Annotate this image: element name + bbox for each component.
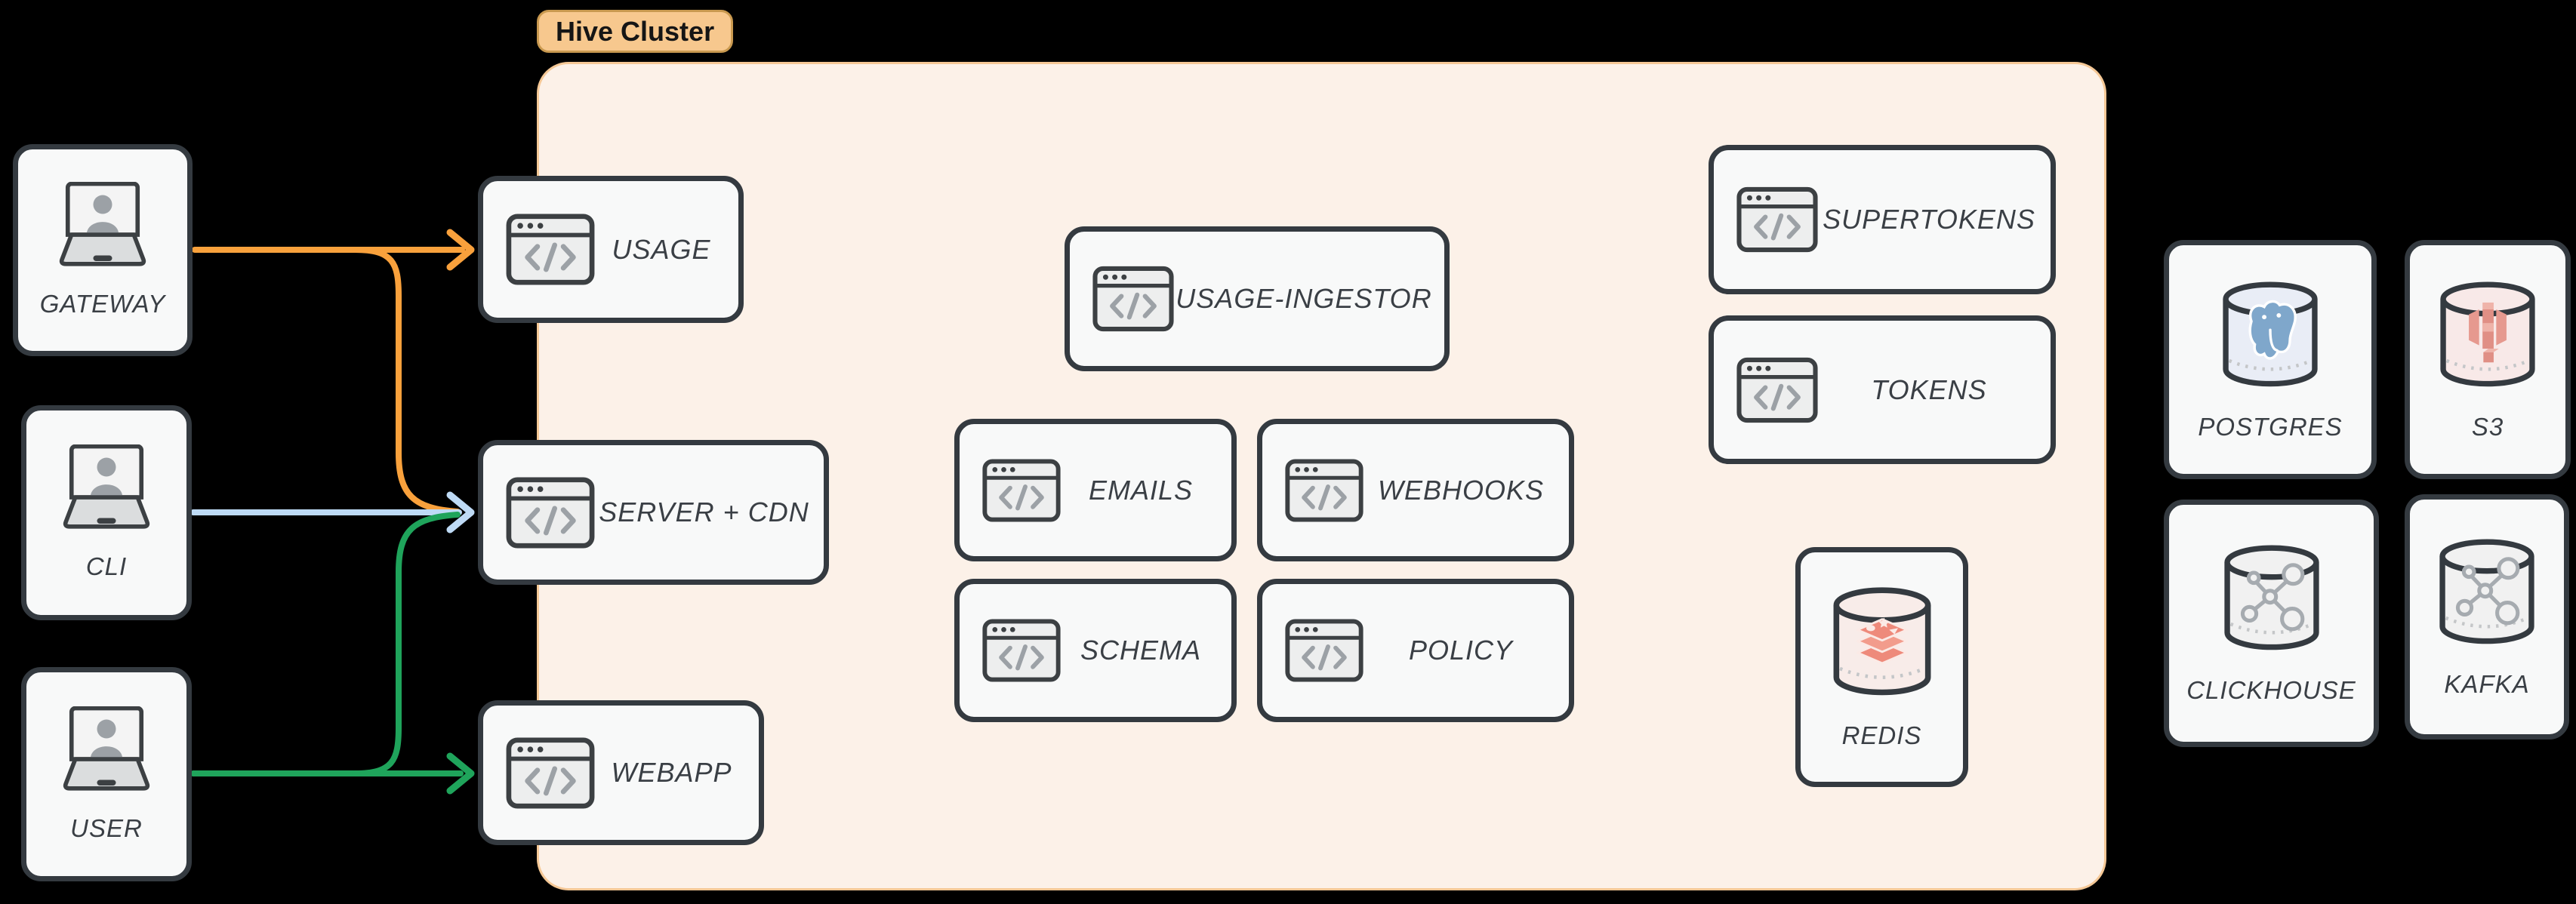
node-tokens: TOKENS xyxy=(1709,315,2056,464)
edge-user-webapp-arrowhead xyxy=(446,752,475,795)
laptop-user-icon xyxy=(46,182,159,269)
node-clickhouse: CLICKHOUSE xyxy=(2164,500,2379,747)
node-postgres: POSTGRES xyxy=(2164,240,2377,479)
node-redis: REDIS xyxy=(1795,547,1968,787)
node-usage-label: USAGE xyxy=(612,233,711,265)
graph-database-icon xyxy=(2436,536,2538,649)
node-webhooks-label: WEBHOOKS xyxy=(1377,474,1545,506)
code-window-icon xyxy=(1736,186,1818,254)
code-window-icon xyxy=(1092,265,1174,333)
edge-gateway-server xyxy=(352,247,461,515)
laptop-user-icon xyxy=(50,706,163,793)
node-s3: S3 xyxy=(2405,240,2571,479)
node-s3-label: S3 xyxy=(2471,412,2504,441)
node-redis-label: REDIS xyxy=(1841,721,1922,749)
node-schema-label: SCHEMA xyxy=(1080,635,1202,666)
node-cli-label: CLI xyxy=(85,552,128,580)
laptop-user-icon xyxy=(50,444,163,531)
node-emails: EMAILS xyxy=(954,419,1237,561)
node-usage: USAGE xyxy=(478,176,744,323)
node-user: USER xyxy=(21,667,192,881)
code-window-icon xyxy=(982,457,1061,524)
node-gateway-label: GATEWAY xyxy=(39,290,166,318)
node-emails-label: EMAILS xyxy=(1088,474,1194,506)
node-webapp: WEBAPP xyxy=(478,700,764,845)
node-policy: POLICY xyxy=(1257,579,1574,722)
edge-user-server xyxy=(352,512,461,776)
code-window-icon xyxy=(982,617,1061,684)
hive-cluster-label: Hive Cluster xyxy=(556,15,715,47)
node-usage-ingestor-label: USAGE-INGESTOR xyxy=(1176,283,1432,314)
node-server-cdn-label: SERVER + CDN xyxy=(599,497,809,527)
edge-cli-server-arrowhead xyxy=(446,491,475,533)
node-kafka-label: KAFKA xyxy=(2444,669,2530,698)
node-postgres-label: POSTGRES xyxy=(2198,412,2343,441)
node-policy-label: POLICY xyxy=(1408,635,1514,666)
redis-database-icon xyxy=(1829,584,1935,700)
node-server-cdn: SERVER + CDN xyxy=(478,440,829,585)
node-schema: SCHEMA xyxy=(954,579,1237,722)
node-kafka: KAFKA xyxy=(2405,494,2569,739)
code-window-icon xyxy=(506,737,595,809)
node-supertokens-label: SUPERTOKENS xyxy=(1823,204,2035,235)
code-window-icon xyxy=(506,477,595,549)
code-window-icon xyxy=(1736,356,1818,424)
node-webapp-label: WEBAPP xyxy=(611,757,732,788)
code-window-icon xyxy=(506,214,595,285)
hive-cluster-tag: Hive Cluster xyxy=(537,10,734,53)
node-gateway: GATEWAY xyxy=(13,144,193,356)
node-webhooks: WEBHOOKS xyxy=(1257,419,1574,561)
code-window-icon xyxy=(1285,617,1363,684)
node-tokens-label: TOKENS xyxy=(1871,374,1987,405)
graph-database-icon xyxy=(2220,542,2323,655)
code-window-icon xyxy=(1285,457,1363,524)
node-cli: CLI xyxy=(21,405,192,620)
node-clickhouse-label: CLICKHOUSE xyxy=(2186,676,2356,704)
postgres-database-icon xyxy=(2219,278,2322,392)
edge-gateway-usage-arrowhead xyxy=(446,229,475,271)
node-supertokens: SUPERTOKENS xyxy=(1709,145,2056,294)
s3-database-icon xyxy=(2436,278,2539,392)
node-usage-ingestor: USAGE-INGESTOR xyxy=(1065,226,1450,371)
node-user-label: USER xyxy=(70,813,143,842)
